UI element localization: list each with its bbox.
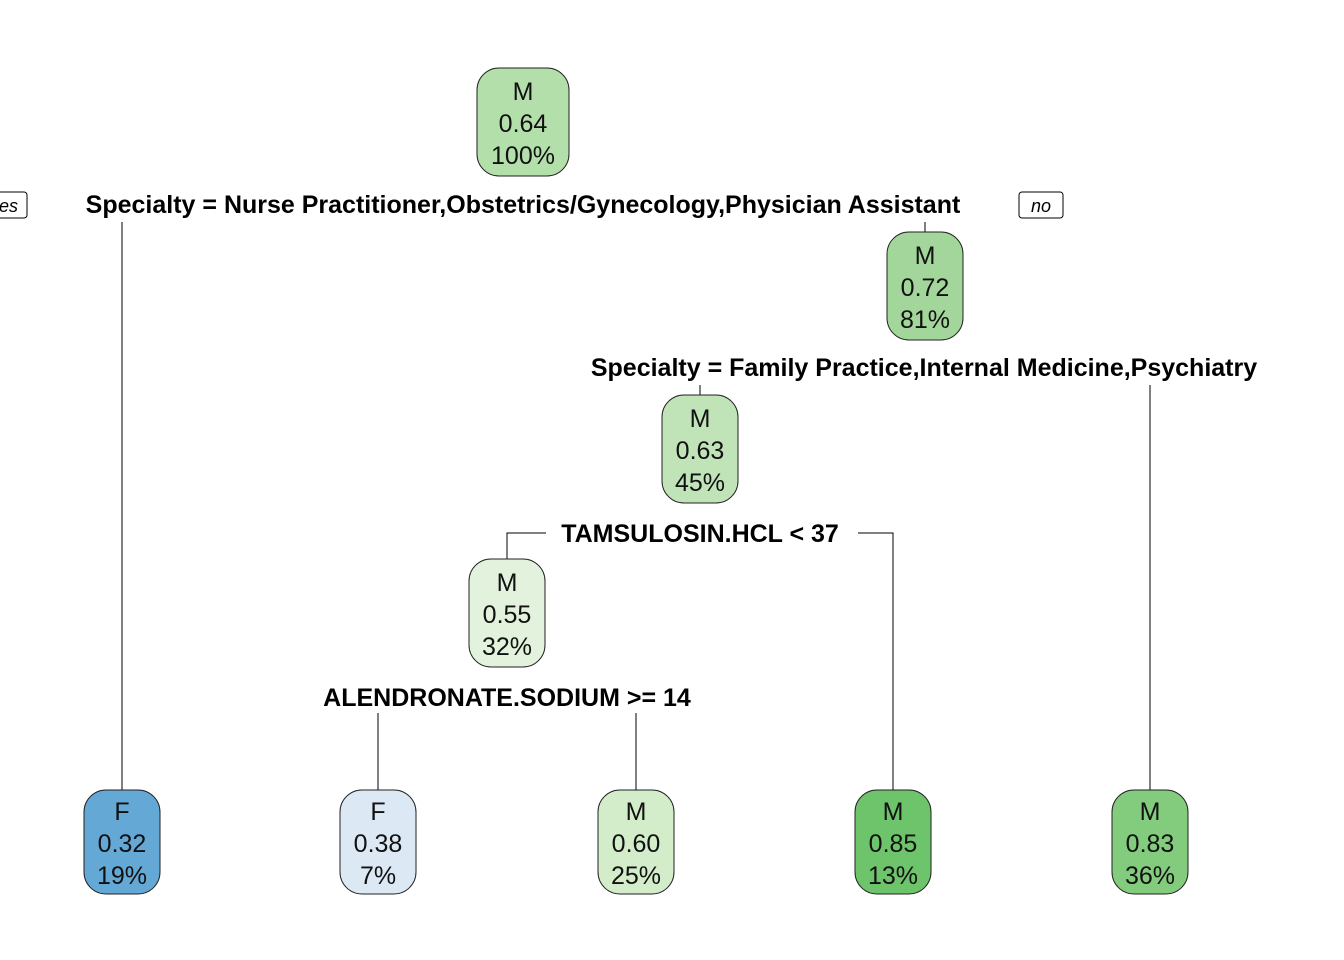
branch-tag-yes: yes — [0, 191, 28, 219]
node-class: F — [370, 798, 385, 826]
node-class: M — [626, 798, 647, 826]
node-n12: M 0.55 32% — [468, 558, 546, 668]
node-pct: 100% — [491, 142, 555, 170]
node-class: M — [915, 242, 936, 270]
node-class: M — [690, 405, 711, 433]
split-label-specialty-1: Specialty = Nurse Practitioner,Obstetric… — [86, 191, 961, 219]
leaf-node-25: M 0.60 25% — [597, 789, 675, 895]
node-prob: 0.32 — [98, 830, 147, 858]
node-box — [1111, 789, 1189, 895]
node-prob: 0.85 — [869, 830, 918, 858]
node-box — [476, 67, 570, 177]
node-box — [83, 789, 161, 895]
leaf-node-13: M 0.85 13% — [854, 789, 932, 895]
node-class: M — [497, 569, 518, 597]
leaf-node-7: M 0.83 36% — [1111, 789, 1189, 895]
node-pct: 13% — [868, 862, 918, 890]
node-prob: 0.72 — [901, 274, 950, 302]
node-box — [661, 394, 739, 504]
node-root: M 0.64 100% — [476, 67, 570, 177]
node-class: M — [883, 798, 904, 826]
leaf-node-24: F 0.38 7% — [339, 789, 417, 895]
edge-n6-to-n12 — [506, 532, 546, 560]
tag-box — [0, 191, 28, 219]
node-pct: 36% — [1125, 862, 1175, 890]
split-label-specialty-2: Specialty = Family Practice,Internal Med… — [591, 354, 1257, 382]
node-box — [597, 789, 675, 895]
node-box — [339, 789, 417, 895]
node-prob: 0.38 — [354, 830, 403, 858]
node-pct: 81% — [900, 306, 950, 334]
node-prob: 0.64 — [499, 110, 548, 138]
leaf-node-2: F 0.32 19% — [83, 789, 161, 895]
node-pct: 19% — [97, 862, 147, 890]
node-class: M — [513, 78, 534, 106]
node-prob: 0.55 — [483, 601, 532, 629]
node-prob: 0.60 — [612, 830, 661, 858]
node-class: M — [1140, 798, 1161, 826]
node-class: F — [114, 798, 129, 826]
node-pct: 25% — [611, 862, 661, 890]
node-pct: 7% — [360, 862, 396, 890]
split-label-tamsulosin: TAMSULOSIN.HCL < 37 — [561, 520, 839, 548]
node-pct: 45% — [675, 469, 725, 497]
node-box — [886, 231, 964, 341]
node-prob: 0.83 — [1126, 830, 1175, 858]
node-n6: M 0.63 45% — [661, 394, 739, 504]
node-box — [854, 789, 932, 895]
tag-label: yes — [0, 196, 18, 216]
branch-tag-no: no — [1018, 191, 1064, 219]
tree-edges — [121, 222, 1151, 792]
tag-box — [1018, 191, 1064, 219]
split-label-alendronate: ALENDRONATE.SODIUM >= 14 — [323, 684, 691, 712]
node-prob: 0.63 — [676, 437, 725, 465]
node-pct: 32% — [482, 633, 532, 661]
node-box — [468, 558, 546, 668]
tag-label: no — [1031, 196, 1051, 216]
edge-n6-to-leaf13 — [858, 532, 894, 792]
node-n3: M 0.72 81% — [886, 231, 964, 341]
